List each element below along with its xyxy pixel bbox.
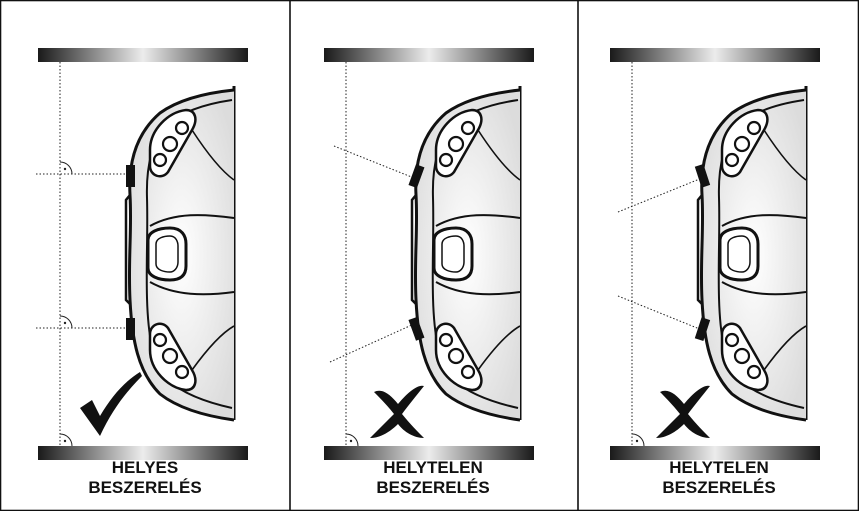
measure-line: [330, 324, 414, 362]
right-angle-mark: [60, 162, 72, 174]
caption-correct: HELYES BESZERELÉS: [2, 458, 288, 498]
cross-mark-icon: [656, 386, 710, 438]
caption-incorrect-2: HELYTELEN BESZERELÉS: [576, 458, 859, 498]
panel-incorrect-2: [610, 48, 820, 460]
mounting-pad: [126, 165, 135, 187]
caption-line: HELYTELEN: [576, 458, 859, 478]
caption-line: BESZERELÉS: [290, 478, 576, 498]
reference-bar-top: [324, 48, 534, 62]
caption-line: HELYES: [2, 458, 288, 478]
right-angle-mark: [346, 434, 358, 446]
sensor-unit: [698, 86, 806, 420]
measure-line: [618, 296, 702, 330]
caption-line: HELYTELEN: [290, 458, 576, 478]
panel-incorrect-1: [324, 48, 534, 460]
measure-line: [618, 178, 702, 212]
caption-incorrect-1: HELYTELEN BESZERELÉS: [290, 458, 576, 498]
caption-line: BESZERELÉS: [2, 478, 288, 498]
caption-line: BESZERELÉS: [576, 478, 859, 498]
sensor-unit: [412, 86, 520, 420]
cross-mark-icon: [370, 386, 424, 438]
right-angle-mark: [632, 434, 644, 446]
mounting-pad: [126, 318, 135, 340]
check-mark-icon: [80, 372, 142, 436]
reference-bar-top: [38, 48, 248, 62]
sensor-unit: [126, 86, 234, 420]
reference-bar-top: [610, 48, 820, 62]
right-angle-mark: [60, 434, 72, 446]
panel-correct: [36, 48, 248, 460]
right-angle-mark: [60, 316, 72, 328]
